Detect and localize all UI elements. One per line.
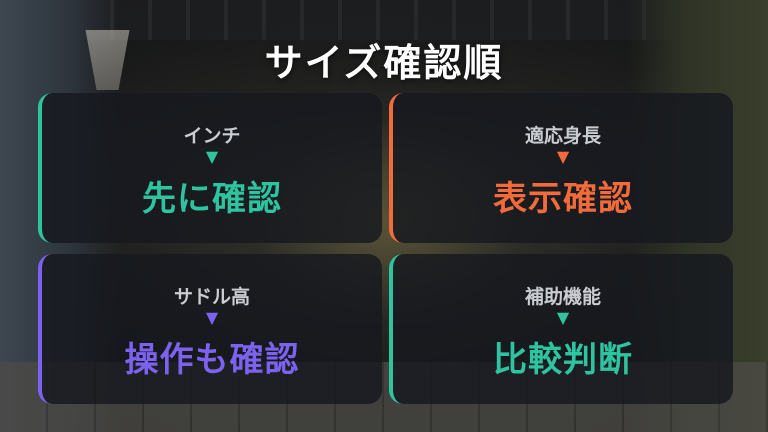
down-arrow-icon: ▼ [205, 308, 219, 327]
card-assist-features: 補助機能 ▼ 比較判断 [389, 254, 733, 404]
card-value: 比較判断 [493, 340, 633, 380]
card-value: 表示確認 [493, 179, 633, 219]
card-label: 適応身長 [524, 125, 601, 147]
card-saddle-height: サドル高 ▼ 操作も確認 [38, 254, 382, 404]
card-inch: インチ ▼ 先に確認 [38, 93, 382, 243]
card-value: 操作も確認 [124, 340, 300, 380]
card-height-range: 適応身長 ▼ 表示確認 [389, 93, 733, 243]
card-label: 補助機能 [524, 286, 601, 308]
card-label: インチ [183, 125, 241, 147]
down-arrow-icon: ▼ [205, 147, 219, 166]
card-value: 先に確認 [142, 179, 282, 219]
down-arrow-icon: ▼ [556, 308, 570, 327]
card-label: サドル高 [173, 286, 250, 308]
down-arrow-icon: ▼ [556, 147, 570, 166]
page-title: サイズ確認順 [264, 41, 504, 85]
